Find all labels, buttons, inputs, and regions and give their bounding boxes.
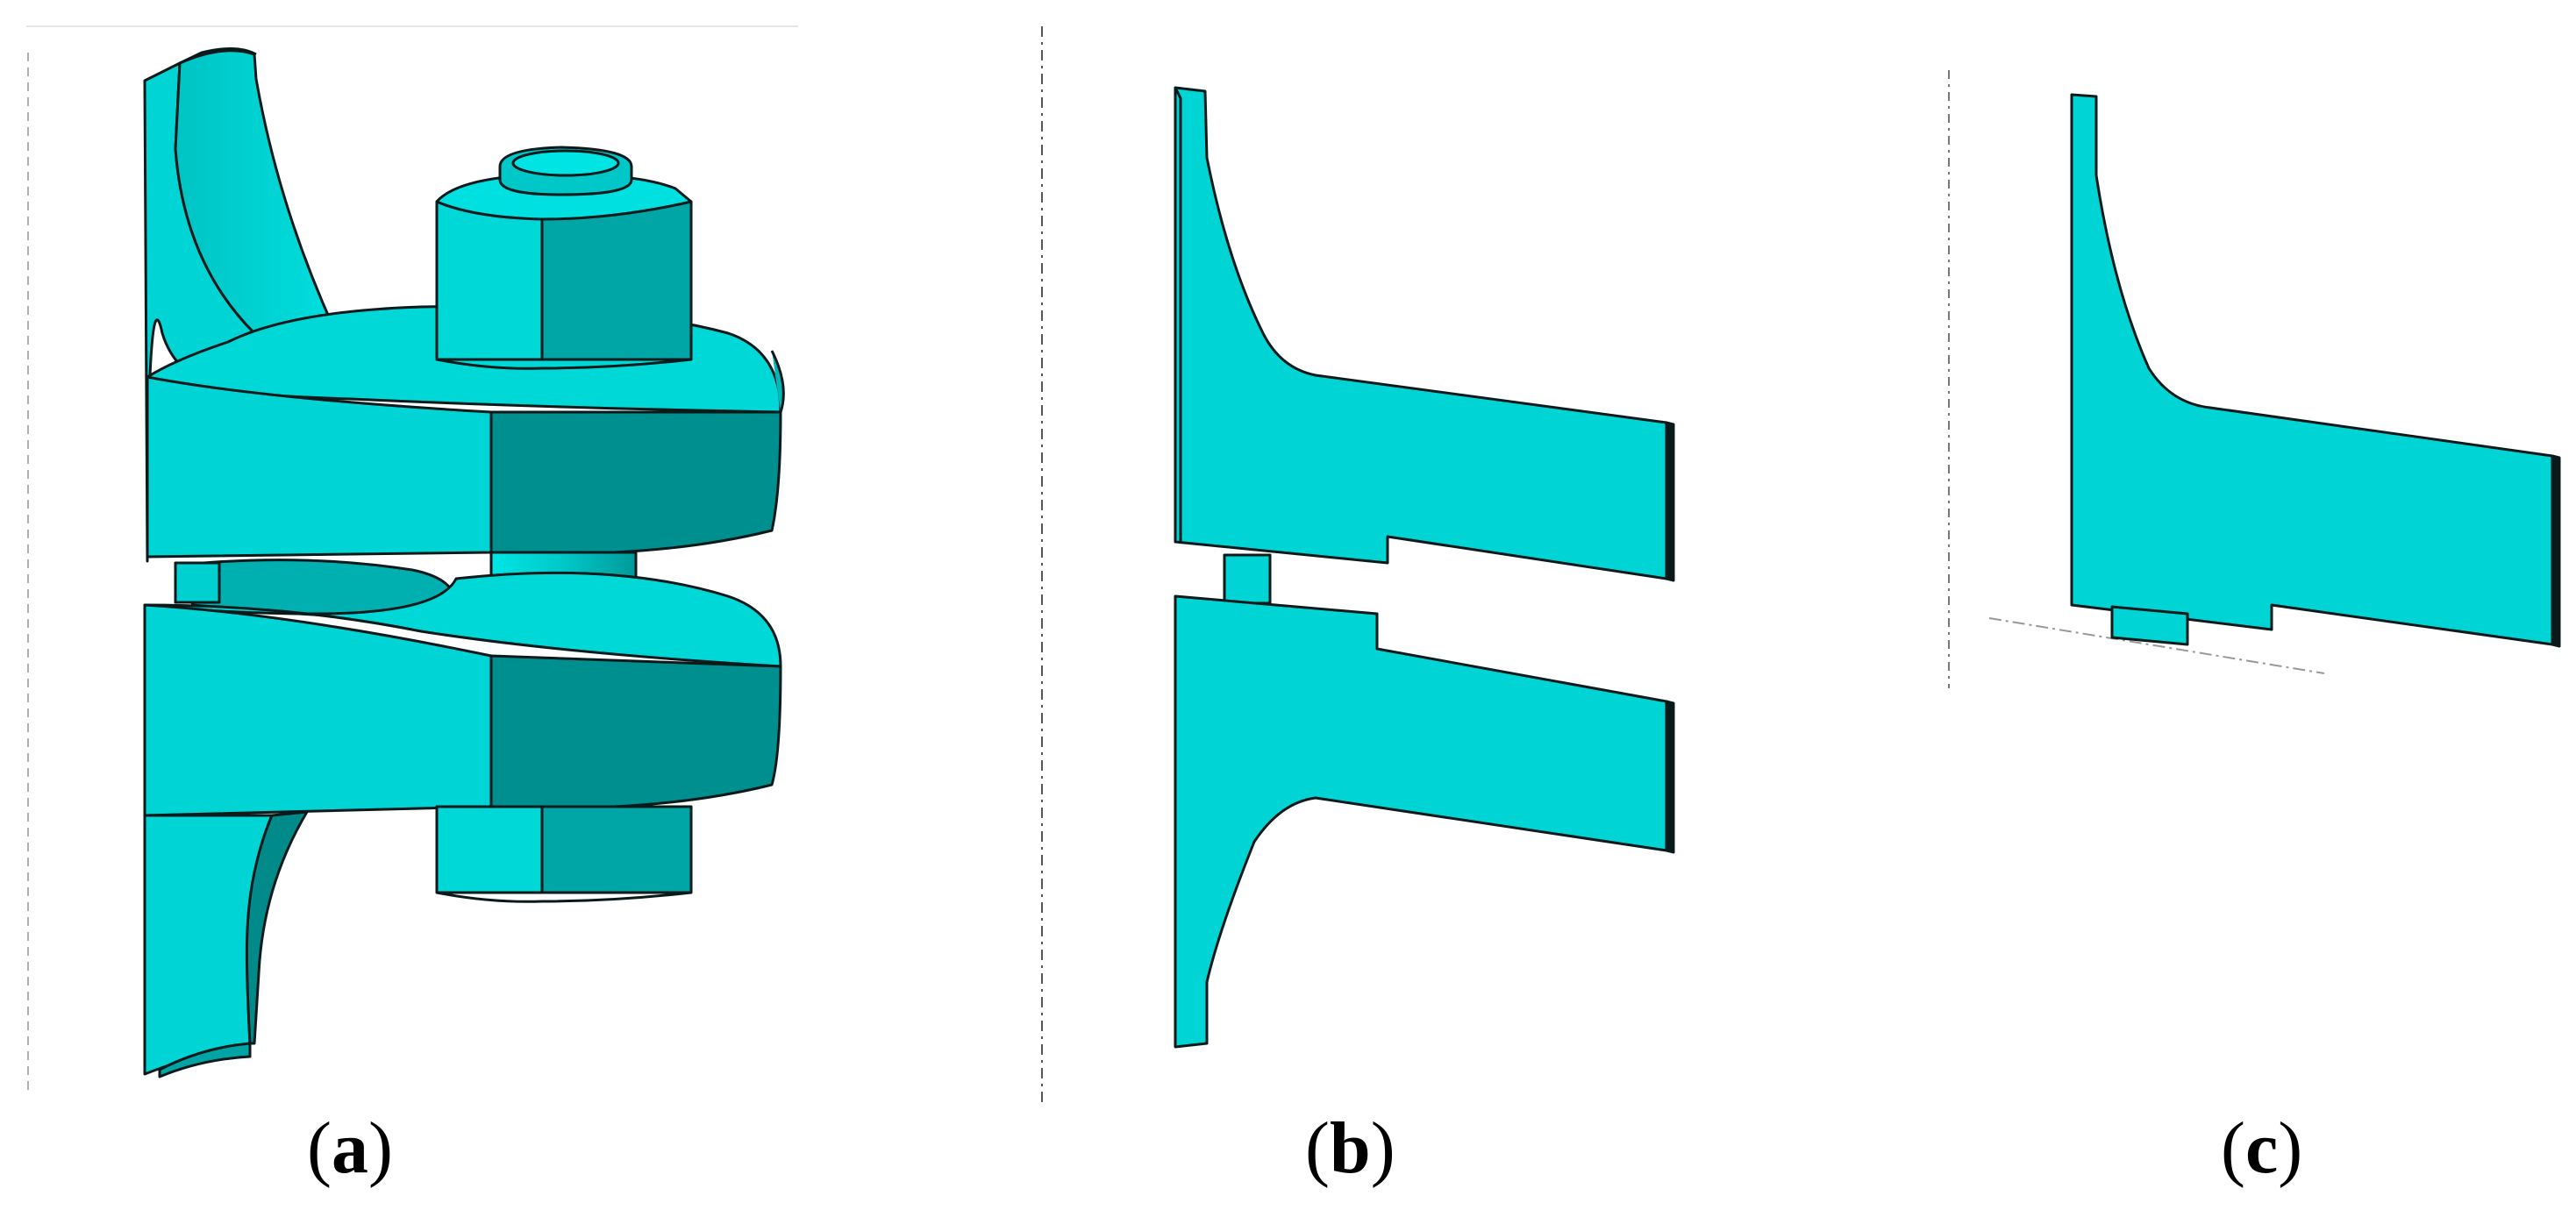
panel-label-c: (c): [2221, 1107, 2303, 1189]
upper-section-plate: [1174, 86, 1668, 580]
spacer-block-left: [174, 561, 221, 604]
half-section-spacer: [2110, 605, 2189, 646]
panel-label-b: (b): [1305, 1107, 1395, 1189]
bottom-nut-front: [435, 805, 544, 894]
panel-b-section: [1174, 86, 1675, 1049]
panel-a-assembly: [143, 46, 785, 1078]
nut-hex-front: [435, 200, 544, 361]
half-section-plate: [2070, 93, 2554, 646]
lower-section-edge: [1665, 700, 1675, 854]
upper-lug-side: [489, 410, 782, 554]
guide-line-c-floor: [1988, 617, 2325, 674]
bolt-tip-top: [511, 149, 620, 177]
upper-lug-round-edge: [770, 350, 785, 413]
panel-c-section: [2070, 93, 2561, 648]
lower-fin-curved-face: [245, 810, 309, 1045]
bottom-nut-bottom: [436, 891, 692, 903]
section-spacer: [1223, 553, 1272, 605]
half-section-edge: [2551, 454, 2561, 648]
upper-lug-front: [146, 375, 493, 559]
upper-section-tip: [1174, 87, 1182, 542]
lower-lug-front: [143, 603, 493, 817]
lower-lug-side: [489, 654, 782, 808]
lower-section-plate: [1174, 594, 1668, 1049]
upper-section-edge: [1665, 421, 1675, 582]
lower-fin-face-shade: [158, 1042, 252, 1078]
panel-label-a: (a): [307, 1107, 393, 1189]
upper-fin-edge: [179, 46, 257, 65]
nut-chamfer-bottom: [436, 358, 692, 370]
bottom-nut-right: [540, 805, 693, 894]
nut-hex-right: [540, 200, 693, 361]
lower-lug-top: [143, 571, 782, 668]
